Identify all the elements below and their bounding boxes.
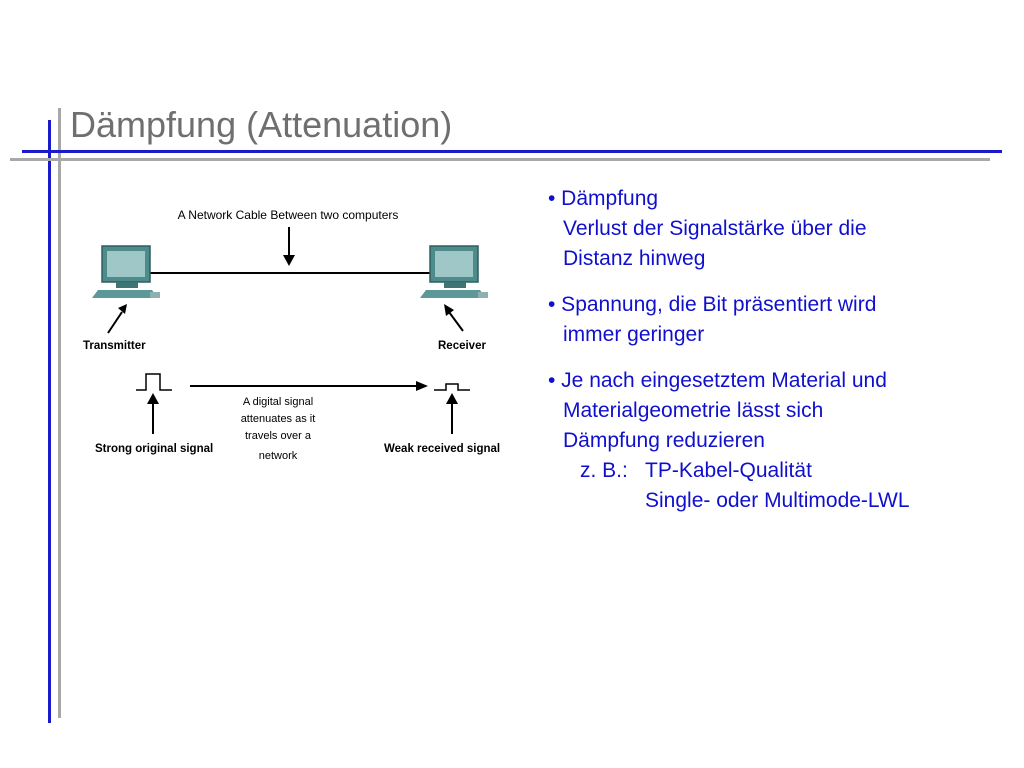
title-underline-gray [10, 158, 990, 161]
signal-text-line-2: attenuates as it [241, 413, 316, 425]
bullet-line: Distanz hinweg [563, 247, 706, 270]
receiver-computer-icon [420, 245, 488, 298]
bullet-list: • Dämpfung Verlust der Signalstärke über… [548, 184, 1008, 532]
example-key: z. B.: [580, 459, 628, 482]
example-key-spacer [580, 486, 645, 516]
diagram-svg: A Network Cable Between two computers [83, 208, 500, 460]
bullet-item: • Je nach eingesetztem Material und Mate… [548, 366, 1008, 516]
bullet-item: • Dämpfung Verlust der Signalstärke über… [548, 184, 1008, 274]
signal-text-line-1: A digital signal [243, 396, 313, 408]
weak-signal-label: Weak received signal [384, 443, 500, 455]
bullet-line: • Je nach eingesetztem Material und [548, 369, 887, 392]
strong-signal-arrow-icon [147, 393, 159, 434]
bullet-line: immer geringer [563, 323, 705, 346]
receiver-label: Receiver [438, 340, 486, 352]
cable-arrow-icon [283, 227, 295, 266]
bullet-line: Dämpfung reduzieren [563, 429, 765, 452]
bullet-line: • Spannung, die Bit präsentiert wird [548, 293, 877, 316]
signal-text-line-3: travels over a [245, 430, 312, 442]
transmitter-label: Transmitter [83, 340, 146, 352]
strong-signal-label: Strong original signal [95, 443, 213, 455]
weak-signal-arrow-icon [446, 393, 458, 434]
transmitter-computer-icon [92, 245, 160, 298]
bullet-line: • Dämpfung [548, 187, 659, 210]
left-vertical-rule-blue [48, 120, 51, 723]
bullet-line: Verlust der Signalstärke über die [563, 217, 867, 240]
bullet-item: • Spannung, die Bit präsentiert wird imm… [548, 290, 1008, 350]
bullet-line: Materialgeometrie lässt sich [563, 399, 824, 422]
title-underline-blue [22, 150, 1002, 153]
example-value: TP-Kabel-Qualität [645, 459, 812, 482]
cable-label: A Network Cable Between two computers [178, 208, 399, 222]
signal-arrow-icon [190, 381, 428, 391]
receiver-arrow-icon [444, 304, 464, 332]
left-vertical-rule-gray [58, 108, 61, 718]
transmitter-arrow-icon [107, 304, 127, 334]
example-row: z. B.: TP-Kabel-Qualität [548, 456, 1008, 486]
example-row: Single- oder Multimode-LWL [548, 486, 1008, 516]
attenuation-diagram: A Network Cable Between two computers [80, 200, 530, 460]
weak-pulse-icon [434, 383, 470, 391]
strong-pulse-icon [136, 373, 172, 391]
slide-title: Dämpfung (Attenuation) [70, 104, 453, 145]
signal-text-line-4: network [259, 450, 298, 460]
example-value: Single- oder Multimode-LWL [645, 489, 910, 512]
